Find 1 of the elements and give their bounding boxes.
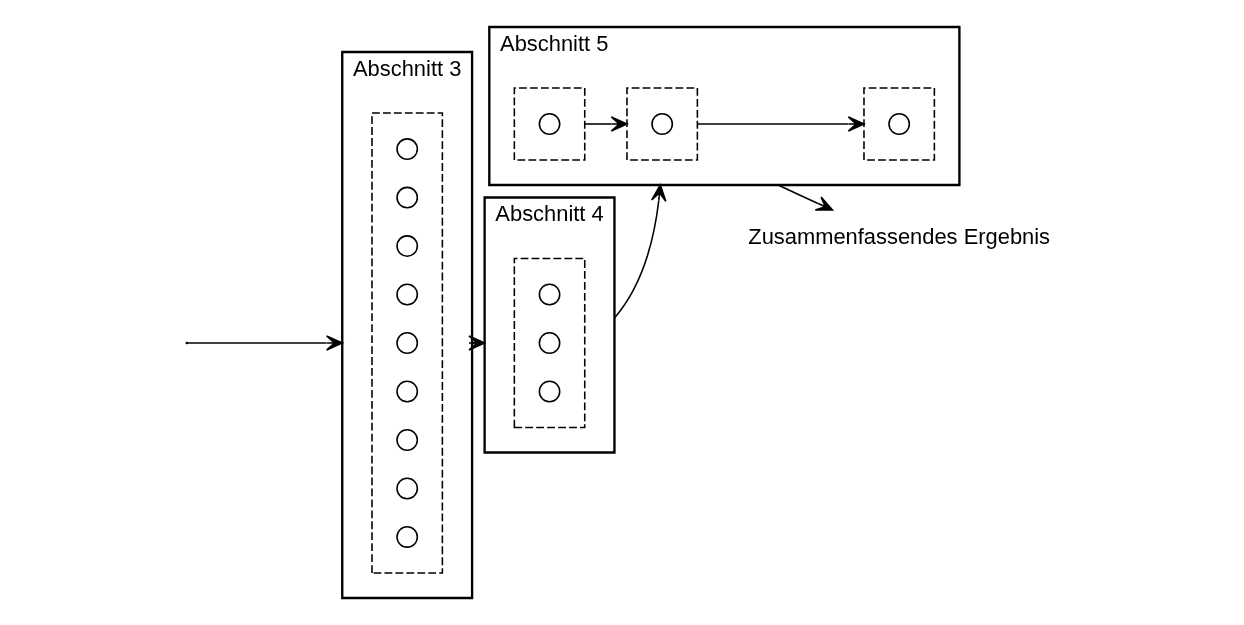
node-text: Zusammenfassendes Ergebnis bbox=[747, 223, 1050, 249]
